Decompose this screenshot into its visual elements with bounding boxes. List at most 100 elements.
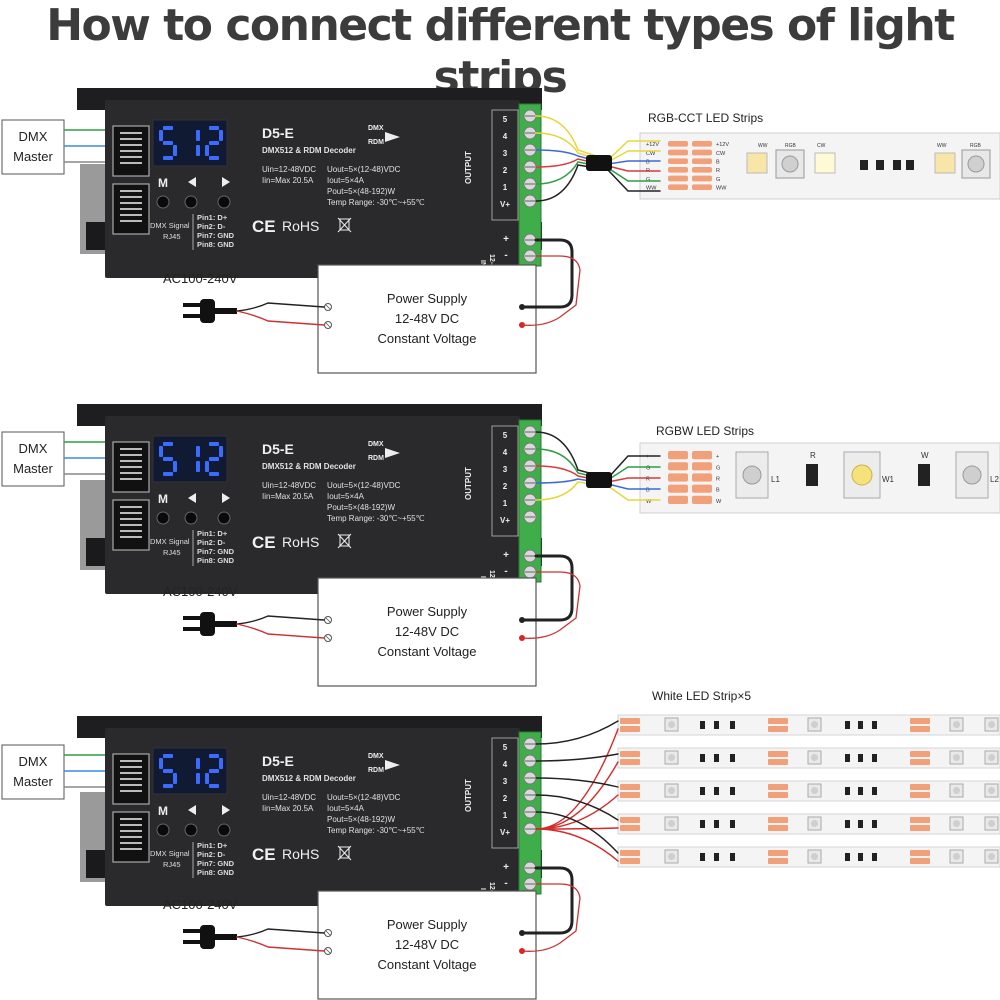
rj45-contact <box>120 818 142 820</box>
resistor <box>806 464 818 486</box>
output-wires <box>535 115 661 202</box>
rj45-label: RJ45 <box>163 548 181 557</box>
pad-label: G <box>646 465 650 471</box>
pad-label: WW <box>646 186 657 192</box>
input-terminal-label: + <box>503 862 509 873</box>
solder-pad <box>668 175 688 182</box>
resistor <box>872 754 877 762</box>
resistor <box>730 754 735 762</box>
right-arrow-icon <box>222 805 230 815</box>
solder-pad <box>620 858 640 864</box>
solder-pad <box>910 858 930 864</box>
solder-pad <box>910 784 930 790</box>
spec-temp: Temp Range: -30℃~+55℃ <box>327 514 425 523</box>
rj45-contact <box>120 530 142 532</box>
led-lens <box>988 721 995 728</box>
pad-label: G <box>716 465 720 471</box>
solder-pad <box>910 759 930 765</box>
ac-terminal-mark <box>325 635 331 641</box>
btn-m-label: M <box>158 176 168 190</box>
solder-pad <box>692 473 712 482</box>
resistor <box>872 853 877 861</box>
dmx-signal-label: DMX Signal <box>150 537 190 546</box>
led-lens <box>953 754 960 761</box>
rj45-contact <box>120 156 142 158</box>
power-supply-label: Power Supply <box>387 917 468 932</box>
solder-pad <box>620 825 640 831</box>
white-led-strip <box>535 747 1000 830</box>
logo-arrow-icon <box>385 132 400 142</box>
resistor <box>876 160 884 170</box>
solder-pad <box>768 726 788 732</box>
dmx-master-box <box>1 431 65 487</box>
rj45-contact <box>120 162 142 164</box>
resistor <box>872 721 877 729</box>
resistor <box>730 787 735 795</box>
solder-pad <box>692 495 712 504</box>
pad-label: B <box>646 160 650 166</box>
solder-pad <box>692 484 712 493</box>
pad-label: WW <box>716 186 727 192</box>
led-lens <box>668 820 675 827</box>
ac-wire <box>236 302 325 312</box>
chip-label: WW <box>937 143 947 149</box>
weee-bin-icon <box>339 534 350 547</box>
logo-rdm: RDM <box>368 139 384 146</box>
solder-pad <box>692 167 712 173</box>
chip-label: L1 <box>771 475 780 484</box>
display-segment <box>196 773 200 784</box>
resistor <box>700 820 705 828</box>
left-arrow-icon <box>188 493 196 503</box>
chip-label: R <box>810 451 816 460</box>
subtitle-label: DMX512 & RDM Decoder <box>262 146 356 155</box>
pad-label: R <box>646 476 650 482</box>
led-chip-cw <box>814 152 836 174</box>
plug-prong <box>183 616 201 620</box>
solder-pad <box>910 850 930 856</box>
spec-uout: Uout=5×(12-48)VDC <box>327 481 401 490</box>
ac-terminal-mark <box>325 617 331 623</box>
input-terminal-label: - <box>504 250 507 261</box>
rj45-contact <box>120 824 142 826</box>
btn-m-label: M <box>158 492 168 506</box>
led-lens <box>811 754 818 761</box>
solder-pad <box>910 751 930 757</box>
led-lens <box>988 853 995 860</box>
dmx-master-label: DMX <box>19 441 48 456</box>
output-label: OUTPUT <box>464 779 473 812</box>
power-supply-voltage: 12-48V DC <box>395 624 459 639</box>
led-lens <box>988 820 995 827</box>
logo-dmx: DMX <box>368 753 384 760</box>
ac-terminal-mark <box>325 948 331 954</box>
resistor <box>730 853 735 861</box>
display-segment <box>196 130 200 141</box>
rj45-contact <box>120 524 142 526</box>
logo-rdm: RDM <box>368 455 384 462</box>
pin-label: Pin7: GND <box>197 231 235 240</box>
rohs-mark: RoHS <box>282 534 319 550</box>
resistor <box>858 754 863 762</box>
rj45-contact <box>120 472 142 474</box>
display-segment <box>209 126 219 130</box>
plug-cord <box>215 308 237 314</box>
plug-prong <box>183 940 201 944</box>
output-terminal-label: 4 <box>503 132 508 141</box>
chip-label: CW <box>817 143 826 149</box>
solder-pad <box>692 141 712 147</box>
resistor <box>714 721 719 729</box>
ce-mark: CE <box>252 217 276 236</box>
ce-mark: CE <box>252 533 276 552</box>
solder-pad <box>620 718 640 724</box>
display-segment <box>163 472 173 476</box>
solder-pad <box>620 726 640 732</box>
power-supply-label: Power Supply <box>387 604 468 619</box>
spec-uin: Uin=12-48VDC <box>262 793 316 802</box>
led-lens <box>811 820 818 827</box>
dmx-master-box <box>1 119 65 175</box>
solder-pad <box>768 850 788 856</box>
resistor <box>845 721 850 729</box>
strip-wire-black <box>535 794 619 821</box>
strip-wire-black <box>535 811 619 854</box>
